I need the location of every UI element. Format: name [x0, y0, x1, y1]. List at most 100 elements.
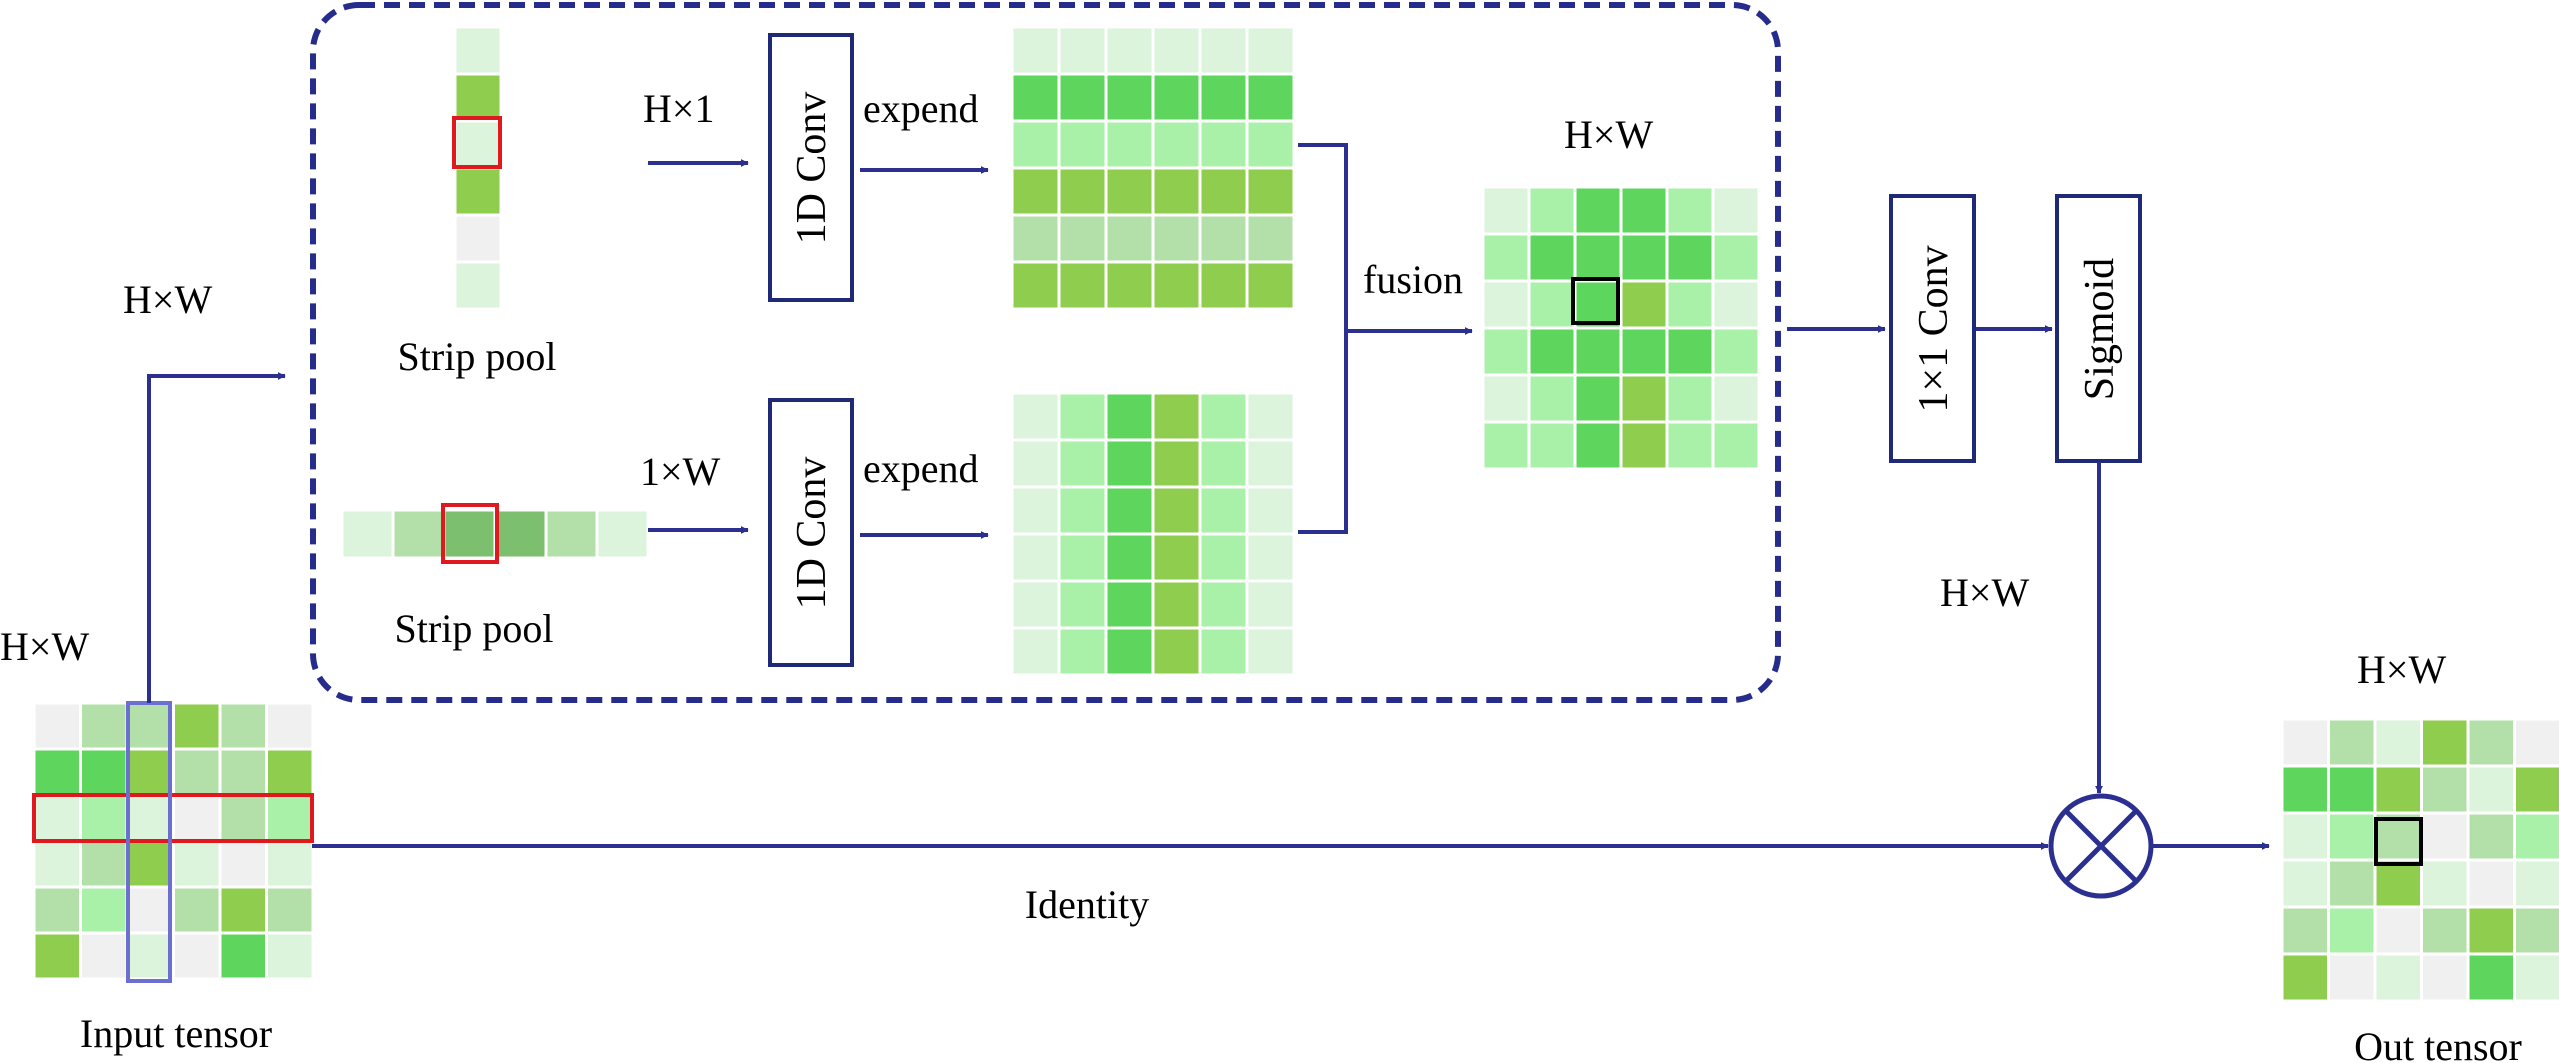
- dim-input-label: H×W: [0, 624, 89, 669]
- row-expanded-cell: [1151, 213, 1202, 264]
- column-expanded-grid: [1010, 391, 1296, 677]
- output-grid-cell: [2327, 858, 2377, 909]
- row-expanded-cell: [1010, 260, 1061, 311]
- output-grid-cell: [2420, 858, 2470, 909]
- input-grid-cell: [172, 701, 222, 751]
- fusion-grid-cell: [1665, 373, 1715, 424]
- output-highlight: [2374, 817, 2423, 866]
- strip-v-cell: [453, 25, 503, 76]
- output-grid-cell: [2327, 764, 2377, 815]
- input-grid-cell: [79, 839, 129, 889]
- strip-h-cell: [340, 508, 395, 560]
- fusion-grid-cell: [1711, 373, 1761, 424]
- conv1d-top-box: [768, 33, 854, 302]
- column-expanded-cell: [1151, 438, 1202, 489]
- fusion-grid-cell: [1619, 232, 1669, 283]
- strip-h-cell: [493, 508, 548, 560]
- row-expanded-cell: [1245, 166, 1296, 217]
- input-grid-cell: [172, 747, 222, 797]
- output-grid-cell: [2327, 717, 2377, 768]
- column-expanded-cell: [1104, 438, 1155, 489]
- output-grid-cell: [2280, 764, 2330, 815]
- row-expanded-grid: [1010, 25, 1296, 311]
- input-grid-cell: [172, 931, 222, 981]
- input-grid-cell: [79, 793, 129, 843]
- fusion-grid-cell: [1527, 185, 1577, 236]
- row-expanded-cell: [1245, 260, 1296, 311]
- row-expanded-cell: [1057, 25, 1108, 76]
- row-expanded-cell: [1104, 72, 1155, 123]
- column-expanded-cell: [1198, 391, 1249, 442]
- strip-v-highlight: [452, 116, 502, 169]
- input-grid-cell: [172, 885, 222, 935]
- column-expanded-cell: [1198, 579, 1249, 630]
- fusion-grid-cell: [1711, 420, 1761, 471]
- row-expanded-cell: [1198, 25, 1249, 76]
- fusion-grid-cell: [1527, 420, 1577, 471]
- output-grid-cell: [2327, 952, 2377, 1003]
- column-expanded-cell: [1010, 579, 1061, 630]
- strip-pool-bottom-label: Strip pool: [395, 606, 554, 651]
- input-grid-cell: [32, 747, 82, 797]
- output-grid-cell: [2373, 764, 2423, 815]
- strip-v-cell: [453, 166, 503, 217]
- row-expanded-cell: [1104, 213, 1155, 264]
- input-grid-cell: [125, 839, 175, 889]
- column-expanded-cell: [1198, 485, 1249, 536]
- row-expanded-cell: [1057, 166, 1108, 217]
- row-expanded-cell: [1010, 25, 1061, 76]
- conv1d-bottom-box: [768, 398, 854, 667]
- strip-v-cell: [453, 260, 503, 311]
- input-tensor-grid: [32, 701, 315, 981]
- output-grid-cell: [2420, 717, 2470, 768]
- strip-h-cell: [442, 508, 497, 560]
- column-expanded-cell: [1198, 626, 1249, 677]
- row-expanded-cell: [1245, 72, 1296, 123]
- row-expanded-cell: [1245, 119, 1296, 170]
- input-grid-cell: [32, 839, 82, 889]
- column-expanded-cell: [1151, 626, 1202, 677]
- column-expanded-cell: [1010, 485, 1061, 536]
- column-expanded-cell: [1057, 391, 1108, 442]
- input-grid-cell: [218, 747, 268, 797]
- output-grid-cell: [2466, 905, 2516, 956]
- fusion-grid-cell: [1665, 420, 1715, 471]
- input-grid-cell: [125, 747, 175, 797]
- input-grid-cell: [265, 931, 315, 981]
- output-grid-cell: [2280, 717, 2330, 768]
- input-grid-cell: [218, 701, 268, 751]
- input-grid-cell: [172, 793, 222, 843]
- fusion-grid-cell: [1665, 326, 1715, 377]
- input-grid-cell: [125, 931, 175, 981]
- column-expanded-cell: [1057, 485, 1108, 536]
- column-expanded-cell: [1245, 626, 1296, 677]
- column-expanded-cell: [1151, 579, 1202, 630]
- conv1d-top-label: 1D Conv: [789, 92, 835, 245]
- input-grid-cell: [125, 885, 175, 935]
- fusion-bracket: [1298, 143, 1348, 534]
- column-expanded-cell: [1198, 532, 1249, 583]
- input-grid-cell: [265, 701, 315, 751]
- dim-h1-label: H×1: [643, 86, 714, 131]
- fusion-grid-cell: [1711, 326, 1761, 377]
- column-expanded-cell: [1010, 626, 1061, 677]
- row-expanded-cell: [1198, 72, 1249, 123]
- row-expanded-cell: [1104, 166, 1155, 217]
- expend-bottom-label: expend: [863, 446, 979, 491]
- fusion-grid-cell: [1619, 326, 1669, 377]
- conv1x1-label: 1×1 Conv: [1911, 245, 1957, 412]
- output-grid-cell: [2466, 717, 2516, 768]
- input-grid-cell: [79, 931, 129, 981]
- fusion-grid-cell: [1481, 326, 1531, 377]
- input-row-highlight: [32, 793, 314, 843]
- input-grid-cell: [265, 839, 315, 889]
- fusion-grid-cell: [1711, 232, 1761, 283]
- output-grid-cell: [2466, 858, 2516, 909]
- column-expanded-cell: [1057, 438, 1108, 489]
- fusion-grid-cell: [1619, 279, 1669, 330]
- column-expanded-cell: [1104, 626, 1155, 677]
- row-expanded-cell: [1057, 213, 1108, 264]
- input-grid-cell: [218, 931, 268, 981]
- fusion-grid-cell: [1619, 185, 1669, 236]
